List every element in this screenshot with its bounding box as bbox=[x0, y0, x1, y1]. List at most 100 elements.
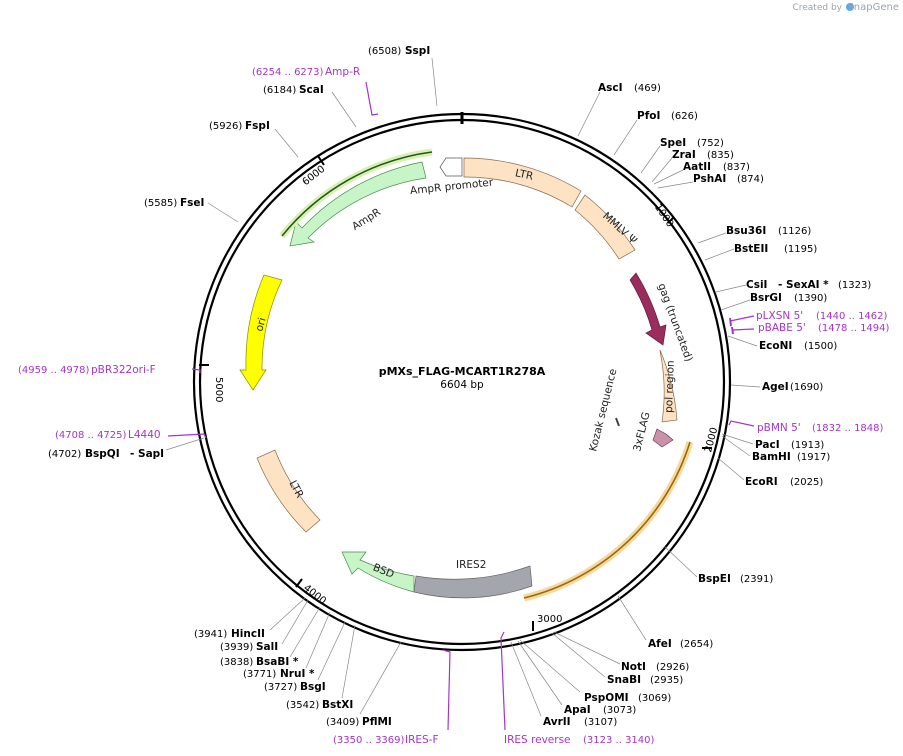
site-name-sspi[interactable]: SspI bbox=[405, 45, 430, 57]
site-name-bspei[interactable]: BspEI bbox=[698, 573, 731, 585]
site-name-pspomi[interactable]: PspOMI bbox=[584, 692, 629, 704]
site-line-fsei bbox=[207, 202, 239, 223]
primer-name-ires-reverse[interactable]: IRES reverse bbox=[504, 734, 571, 746]
feature-ltr-bottom[interactable] bbox=[256, 449, 321, 533]
feature-bsd[interactable] bbox=[341, 551, 415, 593]
primer-name-l4440[interactable]: L4440 bbox=[128, 429, 161, 441]
site-line-pshai bbox=[657, 181, 694, 189]
feature-mmlv-psi[interactable] bbox=[574, 194, 636, 260]
site-name-avrii[interactable]: AvrII bbox=[543, 716, 571, 728]
snapgene-logo-icon bbox=[846, 3, 854, 11]
site-pos-fsei: (5585) bbox=[144, 198, 177, 209]
site-line-pfoi bbox=[613, 119, 638, 156]
site-line-pspomi bbox=[519, 639, 581, 693]
site-name-bsu36i[interactable]: Bsu36I bbox=[726, 225, 766, 237]
site-pos-hincii: (3941) bbox=[194, 629, 227, 640]
primer-name-amp-r[interactable]: Amp-R bbox=[325, 66, 360, 78]
primer-name-ires-f[interactable]: IRES-F bbox=[405, 734, 439, 746]
site-pos-pspomi: (3069) bbox=[638, 693, 671, 704]
site-name-ecori[interactable]: EcoRI bbox=[745, 476, 778, 488]
primer-range-pbmn: (1832 .. 1848) bbox=[812, 423, 884, 434]
feature-ampr-promoter[interactable] bbox=[439, 157, 463, 177]
site-name-fspi[interactable]: FspI bbox=[245, 120, 270, 132]
primer-name-pbmn[interactable]: pBMN 5' bbox=[757, 422, 801, 434]
site-pos-zrai: (835) bbox=[707, 150, 734, 161]
site-pos-bsrgi: (1390) bbox=[794, 293, 827, 304]
primer-mark-plxsn bbox=[729, 317, 732, 327]
site-name-apai[interactable]: ApaI bbox=[564, 704, 591, 716]
site-pos-spei: (752) bbox=[697, 138, 724, 149]
site-name-bspqi[interactable]: BspQI bbox=[85, 448, 120, 460]
site-name-hincii[interactable]: HincII bbox=[231, 628, 265, 640]
site-name-afei[interactable]: AfeI bbox=[648, 638, 672, 650]
site-name-zrai[interactable]: ZraI bbox=[672, 149, 696, 161]
feature-pol-region[interactable] bbox=[659, 349, 678, 423]
site-name-pfoi[interactable]: PfoI bbox=[637, 110, 660, 122]
primer-line-pbr322ori bbox=[191, 368, 201, 373]
site-pos-afei: (2654) bbox=[680, 639, 713, 650]
feature-ires2[interactable] bbox=[413, 565, 533, 599]
site-name-paci[interactable]: PacI bbox=[755, 439, 780, 451]
feature-ampr[interactable] bbox=[289, 161, 427, 247]
site-name-asci[interactable]: AscI bbox=[598, 82, 623, 94]
feature-3xflag[interactable] bbox=[652, 428, 674, 448]
site-name-sapi[interactable]: - SapI bbox=[130, 448, 164, 460]
site-name-aatii[interactable]: AatII bbox=[683, 161, 711, 173]
site-name-bsteii[interactable]: BstEII bbox=[734, 243, 768, 255]
site-name-bsabi[interactable]: BsaBI * bbox=[256, 656, 299, 668]
site-name-snabi[interactable]: SnaBI bbox=[607, 674, 641, 686]
site-line-bsgi bbox=[317, 621, 346, 681]
feature-label-kozak: Kozak sequence bbox=[587, 368, 619, 453]
tick-4000 bbox=[295, 578, 303, 588]
site-pos-bsabi: (3838) bbox=[220, 657, 253, 668]
feature-label-ltr-top: LTR bbox=[514, 167, 534, 183]
site-name-econi[interactable]: EcoNI bbox=[759, 340, 792, 352]
tick-label-5000: 5000 bbox=[213, 377, 224, 402]
site-pos-apai: (3073) bbox=[603, 705, 636, 716]
site-name-pflmi[interactable]: PflMI bbox=[362, 716, 392, 728]
feature-ltr-top[interactable] bbox=[463, 157, 582, 208]
site-name-fsei[interactable]: FseI bbox=[180, 197, 204, 209]
primer-line-ires-f bbox=[442, 649, 451, 731]
site-name-bstxi[interactable]: BstXI bbox=[322, 699, 353, 711]
tick-label-3000: 3000 bbox=[537, 614, 562, 625]
site-line-snabi bbox=[551, 632, 606, 678]
site-name-csii[interactable]: CsiI bbox=[746, 279, 767, 291]
site-line-sali bbox=[281, 599, 309, 645]
site-line-bamhi bbox=[721, 435, 751, 457]
feature-kozak[interactable] bbox=[615, 417, 620, 427]
site-name-sexai[interactable]: - SexAI * bbox=[778, 279, 829, 291]
primer-range-plxsn: (1440 .. 1462) bbox=[816, 311, 888, 322]
tick-1000 bbox=[667, 216, 675, 224]
site-name-agei[interactable]: AgeI bbox=[762, 381, 789, 393]
feature-ori[interactable] bbox=[239, 274, 283, 391]
primer-line-pbabe bbox=[731, 328, 755, 331]
site-name-bamhi[interactable]: BamHI bbox=[752, 451, 791, 463]
site-line-hincii bbox=[269, 597, 306, 631]
site-line-aatii bbox=[653, 169, 684, 185]
site-line-bsteii bbox=[704, 248, 735, 261]
site-name-spei[interactable]: SpeI bbox=[660, 137, 686, 149]
feature-gag-truncated[interactable] bbox=[629, 272, 667, 346]
site-line-bstxi bbox=[341, 624, 356, 699]
site-name-sali[interactable]: SalI bbox=[256, 641, 278, 653]
primer-name-plxsn[interactable]: pLXSN 5' bbox=[756, 310, 803, 322]
site-name-pshai[interactable]: PshAI bbox=[693, 173, 726, 185]
site-line-econi bbox=[727, 335, 758, 347]
site-line-noti bbox=[553, 631, 621, 665]
primer-range-amp-r: (6254 .. 6273) bbox=[252, 67, 324, 78]
site-pos-bamhi: (1917) bbox=[797, 452, 830, 463]
site-name-scai[interactable]: ScaI bbox=[299, 84, 324, 96]
primer-mark-pbabe bbox=[731, 326, 734, 335]
site-line-avrii bbox=[510, 641, 542, 717]
site-name-bsgi[interactable]: BsgI bbox=[300, 681, 326, 693]
site-name-nrui[interactable]: NruI * bbox=[280, 668, 315, 680]
primer-name-pbabe[interactable]: pBABE 5' bbox=[758, 322, 806, 334]
site-line-nrui bbox=[305, 611, 331, 669]
site-name-bsrgi[interactable]: BsrGI bbox=[750, 292, 782, 304]
primer-name-pbr322ori[interactable]: pBR322ori-F bbox=[91, 364, 156, 376]
feature-label-ires2: IRES2 bbox=[456, 559, 486, 571]
site-name-noti[interactable]: NotI bbox=[621, 661, 646, 673]
primer-range-l4440: (4708 .. 4725) bbox=[55, 430, 127, 441]
site-pos-bspqi: (4702) bbox=[48, 449, 81, 460]
